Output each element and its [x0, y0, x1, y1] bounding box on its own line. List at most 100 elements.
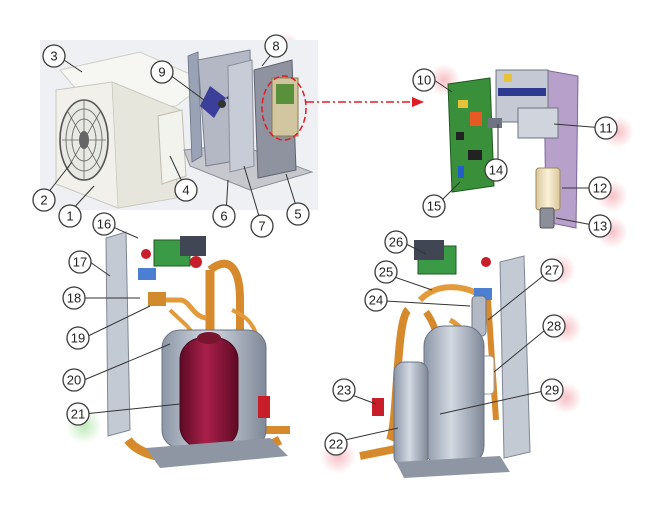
- callout-label: 16: [97, 217, 111, 232]
- callout-circle: [150, 60, 174, 84]
- callout-14: 14: [484, 158, 508, 182]
- highlight-ring: [261, 75, 307, 141]
- callout-label: 27: [545, 263, 559, 278]
- callout-19: 19: [66, 326, 90, 350]
- callout-label: 29: [545, 383, 559, 398]
- callout-label: 17: [73, 255, 87, 270]
- callout-label: 20: [67, 373, 81, 388]
- callout-circle: [286, 202, 310, 226]
- callout-circle: [174, 178, 198, 202]
- callout-4: 4: [174, 178, 198, 202]
- callout-label: 15: [427, 199, 441, 214]
- callout-label: 22: [329, 437, 343, 452]
- callout-label: 5: [294, 207, 301, 222]
- callout-26: 26: [384, 230, 408, 254]
- small-capacitor: [539, 207, 555, 229]
- callout-circle: [374, 260, 398, 284]
- callout-label: 14: [489, 163, 503, 178]
- callout-22: 22: [324, 432, 348, 456]
- condenser-coil: [187, 51, 203, 163]
- callout-label: 19: [71, 331, 85, 346]
- callout-circle: [588, 176, 612, 200]
- callout-20: 20: [62, 368, 86, 392]
- callout-label: 26: [389, 235, 403, 250]
- callout-17: 17: [68, 250, 92, 274]
- callout-13: 13: [588, 214, 612, 238]
- side-panel: [157, 109, 187, 185]
- fan-capacitor: [535, 167, 561, 211]
- callout-label: 8: [272, 39, 279, 54]
- callout-circle: [588, 214, 612, 238]
- callout-21: 21: [66, 402, 90, 426]
- accumulator: [179, 337, 239, 449]
- callout-circle: [540, 378, 564, 402]
- callout-circle: [542, 314, 566, 338]
- callout-label: 7: [258, 219, 265, 234]
- callout-5: 5: [286, 202, 310, 226]
- callout-16: 16: [92, 212, 116, 236]
- pcb-detail: [447, 69, 579, 229]
- callout-29: 29: [540, 378, 564, 402]
- callout-7: 7: [250, 214, 274, 238]
- detail-arrow: [306, 97, 424, 107]
- callout-label: 4: [182, 183, 189, 198]
- callout-circle: [484, 158, 508, 182]
- callout-label: 18: [67, 291, 81, 306]
- callout-circle: [62, 286, 86, 310]
- callout-3: 3: [42, 44, 66, 68]
- callout-circle: [66, 402, 90, 426]
- callout-circle: [540, 258, 564, 282]
- callout-24: 24: [364, 288, 388, 312]
- callout-circle: [364, 288, 388, 312]
- relay-module: [517, 107, 559, 139]
- callout-circle: [42, 44, 66, 68]
- refrigerant-circuit-right: [359, 240, 531, 478]
- callout-label: 24: [369, 293, 383, 308]
- callout-label: 10: [417, 73, 431, 88]
- callout-10: 10: [412, 68, 436, 92]
- callout-label: 12: [593, 181, 607, 196]
- callout-label: 13: [593, 219, 607, 234]
- callout-2: 2: [32, 188, 56, 212]
- callout-23: 23: [332, 378, 356, 402]
- callout-circle: [384, 230, 408, 254]
- right-coil: [499, 255, 531, 459]
- callout-27: 27: [540, 258, 564, 282]
- callout-15: 15: [422, 194, 446, 218]
- callout-label: 3: [50, 49, 57, 64]
- fan-grille: [59, 99, 109, 181]
- callout-label: 21: [71, 407, 85, 422]
- callout-label: 11: [599, 121, 613, 136]
- callout-circle: [212, 204, 236, 228]
- callout-circle: [422, 194, 446, 218]
- left-coil: [105, 231, 131, 437]
- callout-label: 25: [379, 265, 393, 280]
- callout-circle: [68, 250, 92, 274]
- callout-1: 1: [58, 204, 82, 228]
- callout-label: 28: [547, 319, 561, 334]
- callout-circle: [66, 326, 90, 350]
- callout-18: 18: [62, 286, 86, 310]
- callout-circle: [62, 368, 86, 392]
- callout-label: 1: [66, 209, 73, 224]
- callout-25: 25: [374, 260, 398, 284]
- callout-circle: [594, 116, 618, 140]
- refrigerant-circuit-left: [105, 231, 290, 468]
- callout-label: 9: [158, 65, 165, 80]
- callout-6: 6: [212, 204, 236, 228]
- callouts: 1234567891011121314151617181920212223242…: [32, 34, 618, 456]
- callout-circle: [58, 204, 82, 228]
- callout-12: 12: [588, 176, 612, 200]
- callout-28: 28: [542, 314, 566, 338]
- callout-label: 6: [220, 209, 227, 224]
- callout-circle: [92, 212, 116, 236]
- right-compressor: [423, 325, 485, 467]
- callout-circle: [32, 188, 56, 212]
- partition-plate: [227, 59, 255, 173]
- callout-9: 9: [150, 60, 174, 84]
- callout-8: 8: [264, 34, 288, 58]
- callout-circle: [412, 68, 436, 92]
- callout-label: 2: [40, 193, 47, 208]
- callout-circle: [250, 214, 274, 238]
